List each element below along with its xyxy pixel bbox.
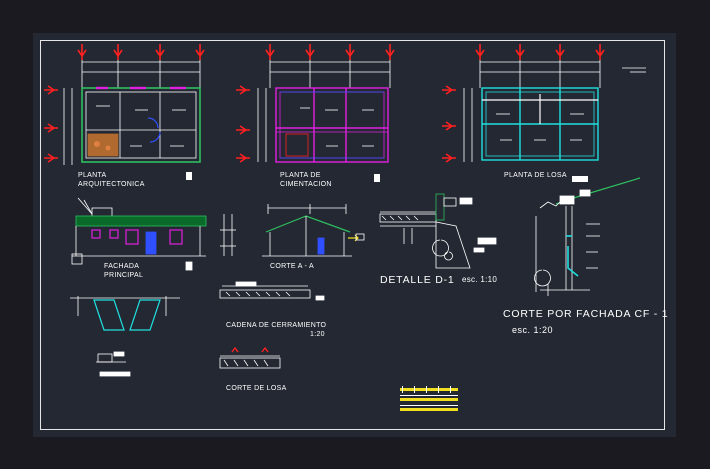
label-cadena-scale: 1:20 [310,331,325,338]
detail-d1 [379,193,497,269]
grid-markers-architectural [44,44,205,163]
label-planta-arquitectonica-2: ARQUITECTONICA [78,181,145,188]
label-corte-fachada-scale: esc. 1:20 [512,325,554,335]
scale-bars [400,386,458,411]
label-cadena-cerramiento: CADENA DE CERRAMIENTO [226,322,327,329]
label-planta-arquitectonica-1: PLANTA [78,172,107,179]
slab-section [219,346,281,369]
grid-markers-foundation [236,44,395,163]
label-corte-fachada: CORTE POR FACHADA CF - 1 [503,308,669,320]
label-fachada-2: PRINCIPAL [104,272,144,279]
footing-details [70,296,180,377]
plan-tag-3 [572,176,588,182]
label-fachada-1: FACHADA [104,263,140,270]
label-detalle-scale: esc. 1:10 [462,275,498,284]
label-planta-cimentacion-1: PLANTA DE [280,172,321,179]
plan-foundation [257,58,391,163]
section-aa [220,204,365,257]
grid-markers-slab [442,44,605,163]
plan-slab [463,58,646,162]
label-planta-losa: PLANTA DE LOSA [504,172,567,179]
label-corte-aa: CORTE A - A [270,263,315,270]
ring-beam-detail [219,281,325,301]
plan-architectural [63,58,201,165]
plan-tag-2 [374,174,380,182]
facade-principal [71,197,207,271]
label-planta-cimentacion-2: CIMENTACION [280,181,332,188]
sheet-border [40,40,665,430]
label-corte-losa: CORTE DE LOSA [226,385,287,392]
section-facade-cf1 [534,177,641,296]
plan-tag-1 [186,172,192,180]
label-detalle-d1: DETALLE D-1 [380,274,455,286]
